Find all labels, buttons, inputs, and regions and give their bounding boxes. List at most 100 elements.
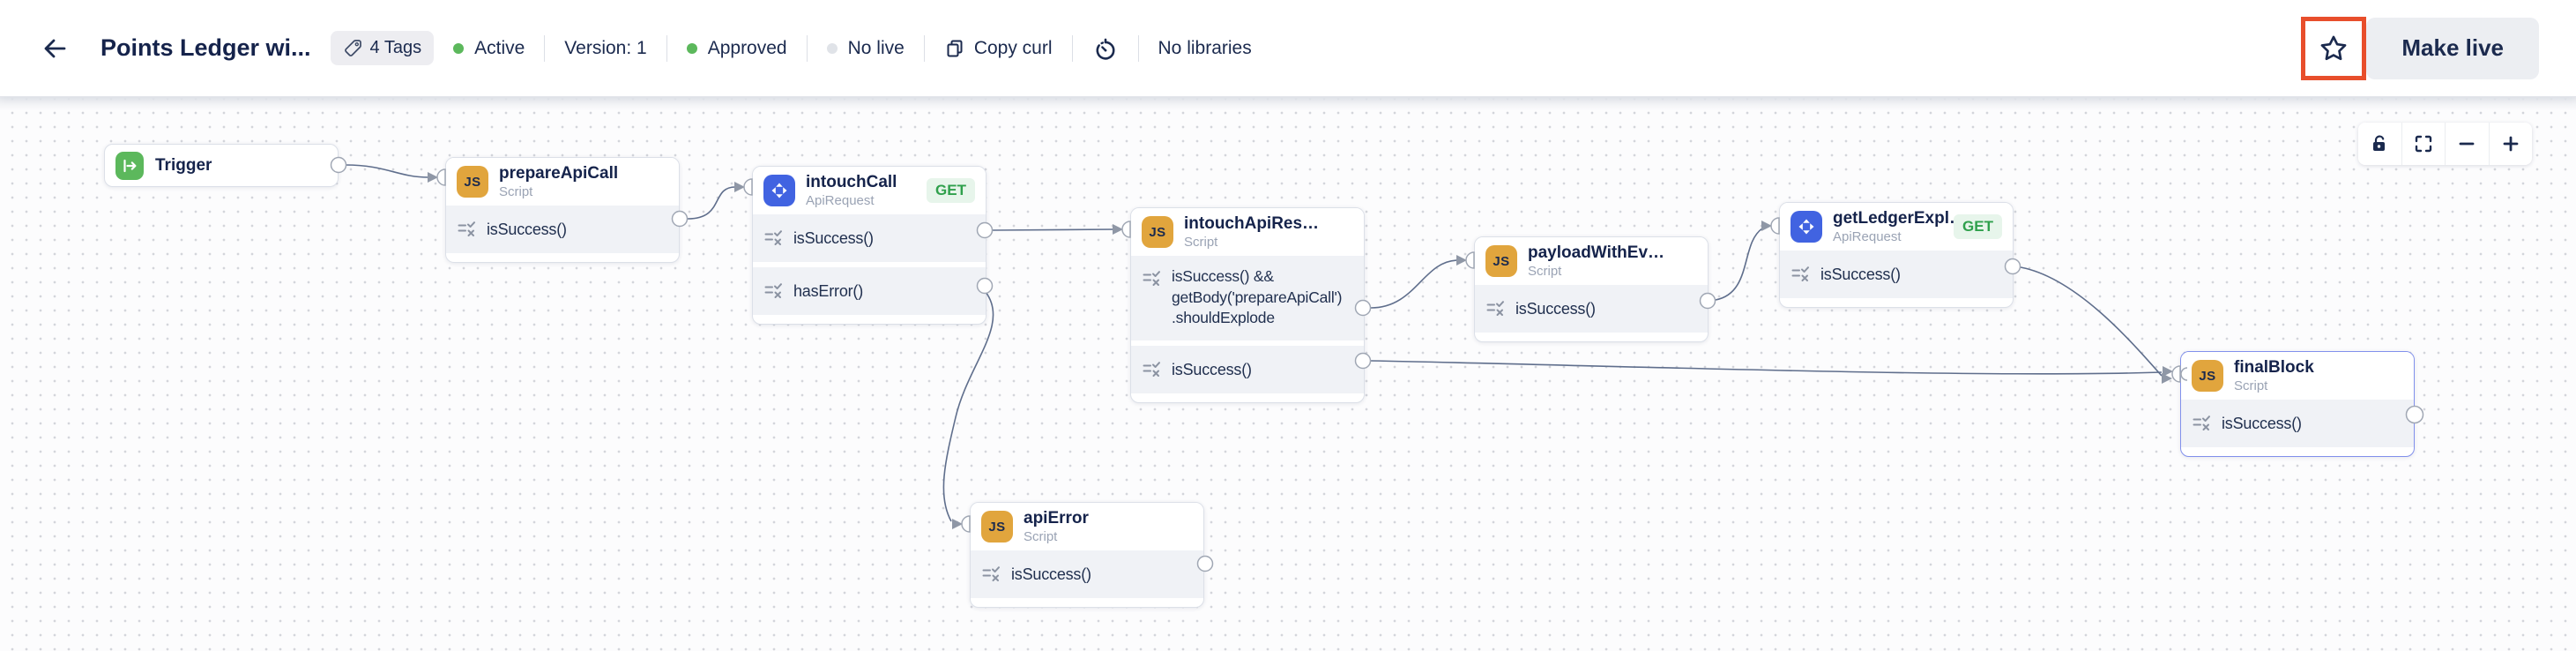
- make-live-button[interactable]: Make live: [2366, 17, 2539, 79]
- condition-row[interactable]: isSuccess(): [1780, 251, 2013, 298]
- condition-icon: [458, 221, 475, 236]
- node-body: isSuccess(): [1780, 251, 2013, 307]
- input-port[interactable]: [1121, 221, 1131, 238]
- node-getLedgerExpl[interactable]: getLedgerExpl… ApiRequest GET isSuccess(…: [1779, 202, 2014, 308]
- condition-icon: [764, 230, 782, 245]
- condition-row[interactable]: isSuccess(): [753, 214, 986, 262]
- node-body: isSuccess(): [2181, 400, 2414, 456]
- node-header: getLedgerExpl… ApiRequest GET: [1780, 203, 2013, 251]
- approved-status-dot: [686, 42, 697, 54]
- api-request-icon: [763, 175, 795, 206]
- copy-curl-label: Copy curl: [973, 37, 1053, 58]
- workflow-canvas[interactable]: Trigger JS prepareApiCall Script isSucce…: [0, 97, 2576, 651]
- condition-label: isSuccess(): [1011, 565, 1091, 583]
- fit-view-button[interactable]: [2401, 123, 2445, 165]
- live-status-dot: [826, 42, 838, 54]
- condition-row[interactable]: isSuccess(): [2181, 400, 2414, 447]
- edge-intouchApiRes-finalBlock: [1370, 360, 2163, 375]
- lock-toggle-button[interactable]: [2358, 123, 2401, 165]
- edge-intouchApiRes-payloadWithEv: [1370, 259, 1458, 309]
- edge-arrowhead: [952, 519, 963, 529]
- node-intouchApiRes[interactable]: JS intouchApiRes… Script isSuccess() && …: [1130, 207, 1365, 403]
- divider: [544, 34, 546, 62]
- condition-row[interactable]: isSuccess(): [971, 550, 1203, 598]
- divider: [806, 34, 808, 62]
- zoom-out-button[interactable]: [2445, 123, 2489, 165]
- node-apiError[interactable]: JS apiError Script isSuccess(): [970, 502, 1204, 608]
- node-subtitle: ApiRequest: [806, 193, 875, 208]
- edge-intouchCall-intouchApiRes: [992, 228, 1114, 231]
- condition-icon: [2193, 415, 2210, 430]
- condition-row[interactable]: hasError(): [753, 267, 986, 315]
- condition-label: isSuccess(): [487, 220, 567, 238]
- node-trigger[interactable]: Trigger: [104, 144, 339, 187]
- edge-arrowhead: [2162, 373, 2172, 384]
- input-port[interactable]: [1465, 251, 1475, 269]
- input-port[interactable]: [2171, 365, 2181, 383]
- edge-prepareApiCall-intouchCall: [687, 186, 736, 220]
- edge-trigger-prepareApiCall: [345, 164, 429, 178]
- node-title: intouchApiRes…: [1184, 214, 1320, 233]
- node-subtitle: Script: [2234, 378, 2268, 393]
- approved-status: Approved: [686, 38, 787, 59]
- favorite-button[interactable]: [2319, 34, 2349, 64]
- input-port[interactable]: [961, 515, 971, 533]
- canvas-toolbar: [2358, 123, 2532, 165]
- node-header: JS intouchApiRes… Script: [1131, 208, 1364, 256]
- condition-label: hasError(): [793, 281, 864, 300]
- javascript-icon: JS: [1142, 216, 1173, 248]
- input-port[interactable]: [1770, 217, 1780, 235]
- node-subtitle: ApiRequest: [1833, 229, 1902, 244]
- back-button[interactable]: [41, 34, 69, 63]
- input-port[interactable]: [436, 168, 446, 186]
- node-header: JS apiError Script: [971, 503, 1203, 550]
- workflow-title: Points Ledger wi...: [101, 34, 311, 61]
- zoom-in-button[interactable]: [2488, 123, 2532, 165]
- condition-row[interactable]: isSuccess(): [446, 206, 679, 253]
- condition-row[interactable]: isSuccess(): [1131, 346, 1364, 393]
- stopwatch-icon: [1096, 38, 1115, 60]
- javascript-icon: JS: [2192, 360, 2223, 392]
- input-port[interactable]: [743, 178, 753, 196]
- node-title: payloadWithEv…: [1528, 243, 1665, 262]
- tags-badge[interactable]: 4 Tags: [330, 31, 435, 65]
- workflow-header: Points Ledger wi... 4 Tags Active Versio…: [0, 0, 2576, 97]
- copy-curl-button[interactable]: Copy curl: [944, 38, 1053, 59]
- node-header: JS prepareApiCall Script: [446, 158, 679, 206]
- live-status: No live: [826, 38, 905, 59]
- edge-getLedgerExpl-finalBlock: [2020, 266, 2163, 377]
- api-request-icon: [1791, 211, 1822, 243]
- node-prepareApiCall[interactable]: JS prepareApiCall Script isSuccess(): [445, 157, 680, 263]
- active-status-dot: [453, 42, 465, 54]
- divider: [1137, 34, 1139, 62]
- edge-arrowhead: [1113, 224, 1123, 235]
- node-title: apiError: [1024, 509, 1089, 528]
- condition-icon: [764, 283, 782, 298]
- condition-row[interactable]: isSuccess(): [1475, 285, 1708, 333]
- javascript-icon: JS: [457, 166, 488, 198]
- divider: [666, 34, 667, 62]
- run-history-button[interactable]: [1092, 35, 1119, 62]
- node-payloadWithEv[interactable]: JS payloadWithEv… Script isSuccess(): [1474, 236, 1709, 342]
- condition-label: isSuccess(): [2222, 414, 2302, 432]
- active-status: Active: [453, 38, 525, 59]
- node-finalBlock[interactable]: JS finalBlock Script isSuccess(): [2180, 351, 2415, 457]
- node-subtitle: Script: [1528, 264, 1562, 279]
- condition-row[interactable]: isSuccess() && getBody('prepareApiCall')…: [1131, 256, 1364, 340]
- plus-icon: [2503, 136, 2519, 152]
- divider: [923, 34, 925, 62]
- node-intouchCall[interactable]: intouchCall ApiRequest GET isSuccess(): [752, 166, 986, 325]
- edge-arrowhead: [428, 172, 438, 183]
- condition-label: isSuccess(): [1172, 360, 1252, 378]
- active-status-label: Active: [474, 37, 525, 58]
- condition-label: isSuccess(): [1515, 299, 1596, 318]
- star-icon: [2320, 35, 2347, 60]
- node-subtitle: Script: [1184, 235, 1218, 250]
- version-label: Version: 1: [564, 37, 647, 58]
- node-title: prepareApiCall: [499, 164, 619, 183]
- node-header: JS finalBlock Script: [2181, 352, 2414, 400]
- condition-label: isSuccess(): [1820, 265, 1901, 283]
- divider: [1071, 34, 1073, 62]
- minus-icon: [2459, 142, 2475, 146]
- node-title: finalBlock: [2234, 358, 2314, 377]
